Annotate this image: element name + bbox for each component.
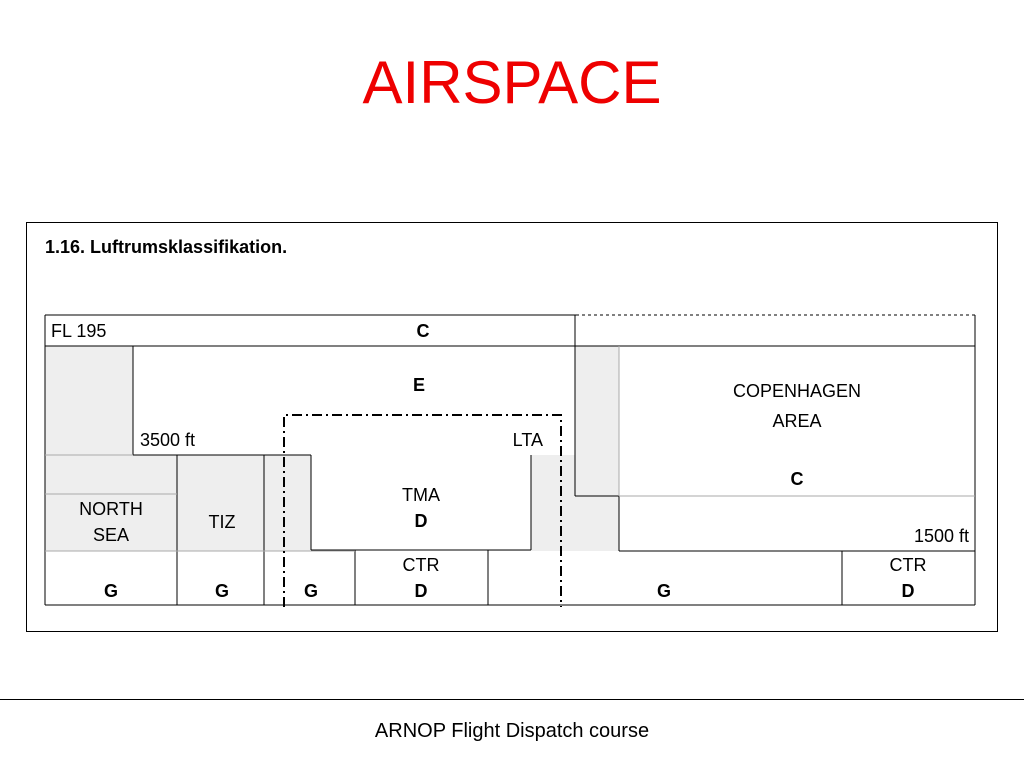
label-class-c-top: C xyxy=(417,321,430,341)
class-e-area xyxy=(133,346,575,455)
class-c-band xyxy=(45,315,975,346)
label-copenhagen-line2: AREA xyxy=(772,411,821,431)
label-ctr-2: CTR xyxy=(890,555,927,575)
label-copenhagen-class: C xyxy=(791,469,804,489)
figure-heading: 1.16. Luftrumsklassifikation. xyxy=(45,237,287,257)
label-fl195: FL 195 xyxy=(51,321,106,341)
label-copenhagen-line1: COPENHAGEN xyxy=(733,381,861,401)
label-tma: TMA xyxy=(402,485,440,505)
label-north-sea-line1: NORTH xyxy=(79,499,143,519)
label-g-lta: G xyxy=(304,581,318,601)
gray-grid-lines xyxy=(45,346,975,552)
lta-boundary xyxy=(283,414,562,607)
label-1500ft: 1500 ft xyxy=(914,526,969,546)
label-g-copenhagen: G xyxy=(657,581,671,601)
ctr-box-1 xyxy=(355,550,488,605)
label-tiz: TIZ xyxy=(209,512,236,532)
copenhagen-gray-strip xyxy=(575,346,619,551)
label-3500ft: 3500 ft xyxy=(140,430,195,450)
copenhagen-area-box xyxy=(619,346,975,496)
label-tma-class: D xyxy=(415,511,428,531)
label-north-sea-line2: SEA xyxy=(93,525,129,545)
label-ctr-2-class: D xyxy=(902,581,915,601)
label-lta: LTA xyxy=(513,430,543,450)
label-ctr-1: CTR xyxy=(403,555,440,575)
tma-box xyxy=(311,455,531,550)
label-g-north-sea: G xyxy=(104,581,118,601)
footer-divider xyxy=(0,699,1024,700)
airspace-classification-diagram: 1.16. Luftrumsklassifikation. xyxy=(44,237,976,607)
footer-text: ARNOP Flight Dispatch course xyxy=(374,720,650,742)
ctr-box-2 xyxy=(842,550,975,605)
figure-frame: 1.16. Luftrumsklassifikation. xyxy=(26,222,998,632)
label-ctr-1-class: D xyxy=(415,581,428,601)
slide-title: AIRSPACE xyxy=(362,49,662,116)
label-class-e: E xyxy=(413,375,425,395)
label-g-tiz: G xyxy=(215,581,229,601)
